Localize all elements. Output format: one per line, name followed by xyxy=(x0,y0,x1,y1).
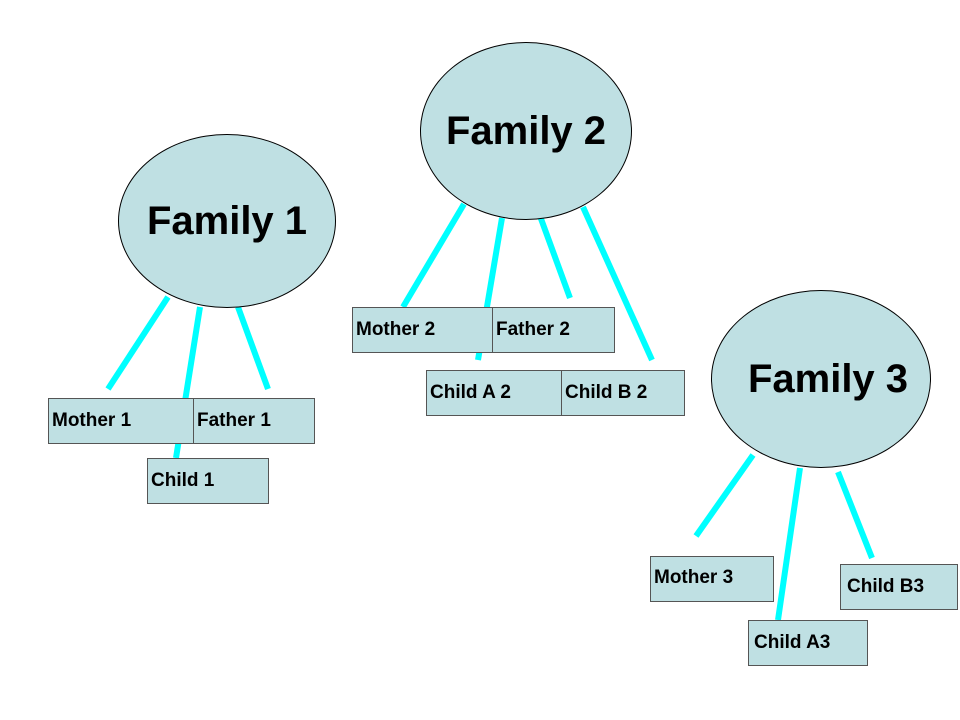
member-child-b3: Child B3 xyxy=(840,564,958,610)
member-child-a3: Child A3 xyxy=(748,620,868,666)
link-family2-mother2 xyxy=(400,202,467,309)
link-family3-mother3 xyxy=(693,453,756,538)
member-mother-3: Mother 3 xyxy=(650,556,774,602)
link-family3-childa3 xyxy=(775,467,803,621)
family-2-node: Family 2 xyxy=(420,42,632,220)
member-child-b-2: Child B 2 xyxy=(561,370,685,416)
member-mother-2: Mother 2 xyxy=(352,307,494,353)
link-family3-childb3 xyxy=(835,470,875,560)
link-family2-father2 xyxy=(537,214,573,300)
family-1-node: Family 1 xyxy=(118,134,336,308)
link-family1-father1 xyxy=(235,305,271,391)
member-mother-1: Mother 1 xyxy=(48,398,194,444)
member-child-a-2: Child A 2 xyxy=(426,370,562,416)
member-father-2: Father 2 xyxy=(492,307,615,353)
member-father-1: Father 1 xyxy=(193,398,315,444)
link-family2-childb2 xyxy=(580,205,655,362)
member-child-1: Child 1 xyxy=(147,458,269,504)
family-3-node: Family 3 xyxy=(711,290,931,468)
link-family1-mother1 xyxy=(105,295,171,391)
